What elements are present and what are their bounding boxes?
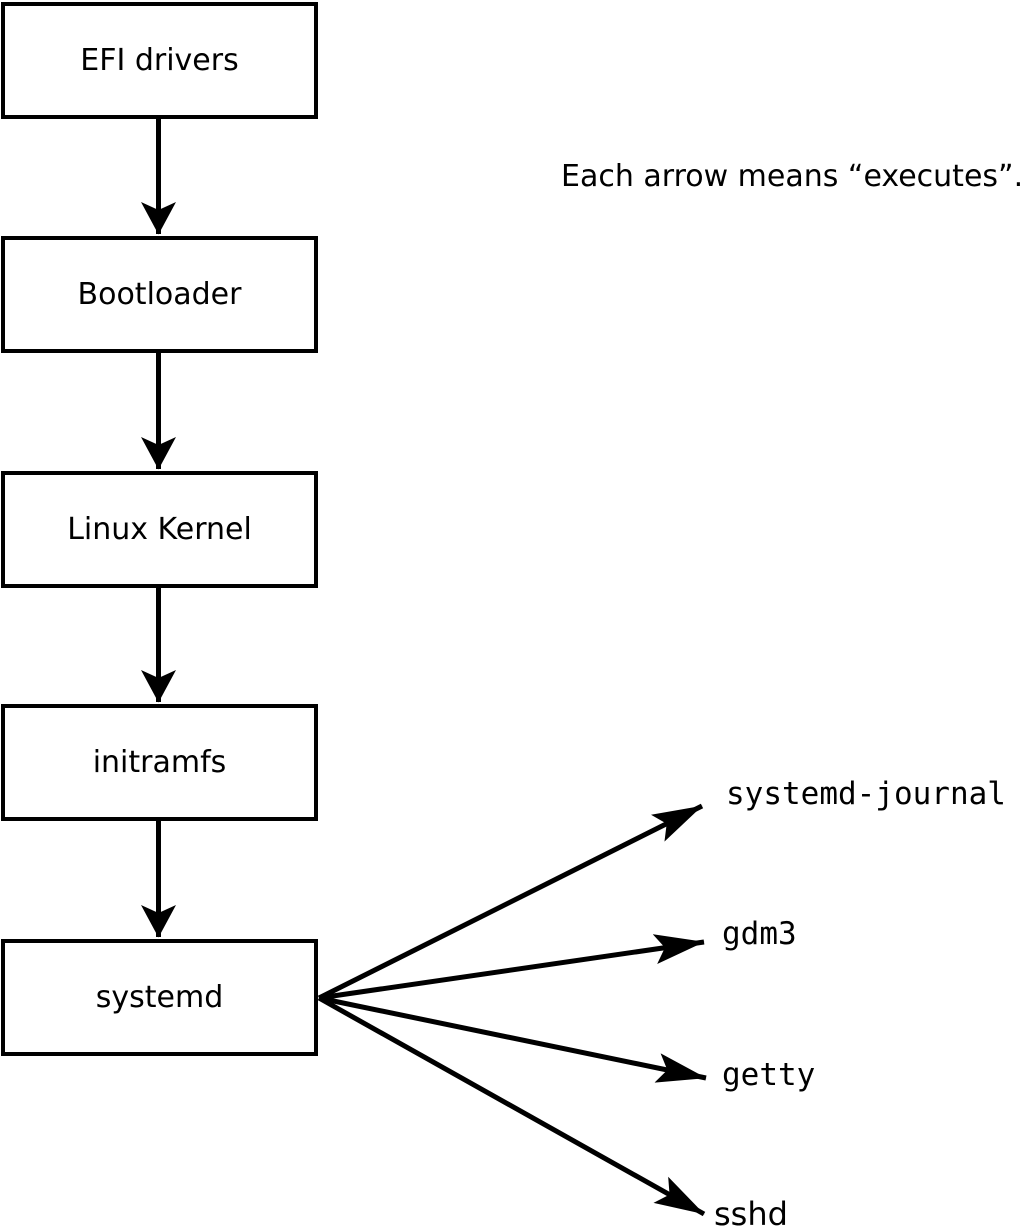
node-bootloader-label: Bootloader (77, 276, 242, 312)
label-getty: getty (722, 1057, 816, 1093)
node-initramfs: initramfs (1, 704, 318, 821)
arrow-meaning-note: Each arrow means “executes”. (561, 159, 1023, 194)
label-systemd-journal: systemd-journal (726, 776, 1006, 812)
node-efi-drivers: EFI drivers (1, 2, 318, 119)
arrow-systemd-to-gdm3 (318, 934, 705, 1001)
arrow-systemd-to-getty (318, 995, 707, 1083)
node-systemd: systemd (1, 939, 318, 1056)
arrow-systemd-to-journal (317, 803, 704, 1001)
node-bootloader: Bootloader (1, 236, 318, 353)
arrow-systemd-to-sshd (317, 995, 706, 1217)
node-linux-kernel-label: Linux Kernel (67, 511, 252, 547)
node-initramfs-label: initramfs (92, 744, 227, 780)
node-linux-kernel: Linux Kernel (1, 471, 318, 588)
node-systemd-label: systemd (95, 979, 224, 1015)
label-sshd: sshd (714, 1195, 788, 1230)
label-gdm3: gdm3 (722, 916, 797, 952)
node-efi-drivers-label: EFI drivers (80, 42, 239, 78)
